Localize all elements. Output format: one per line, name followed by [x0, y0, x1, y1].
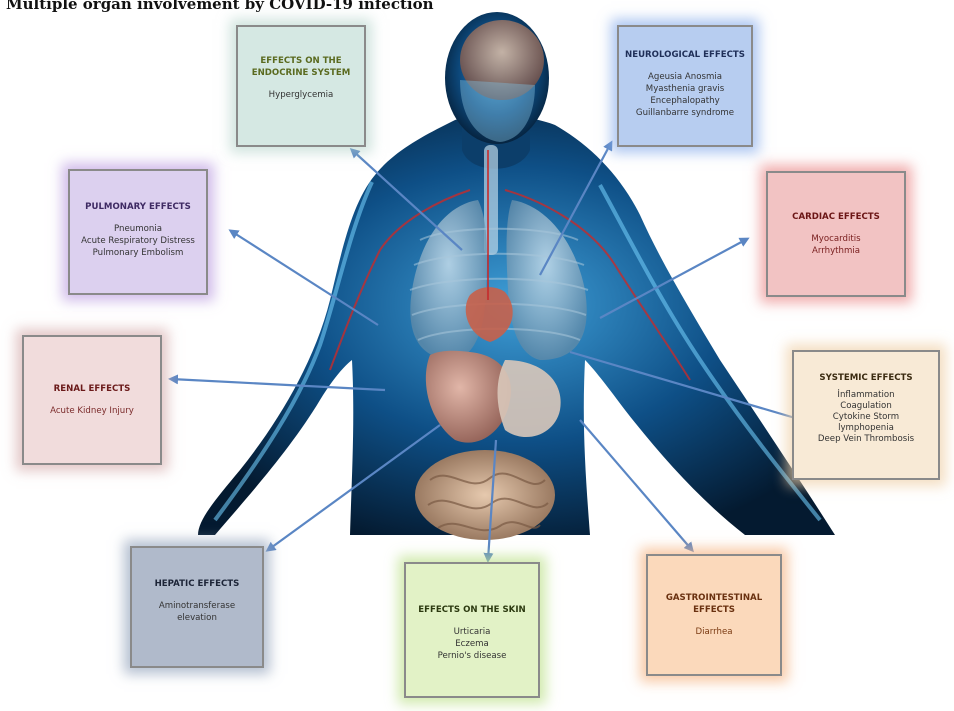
title-line: RENAL EFFECTS	[24, 383, 160, 395]
effect-item: Aminotransferase	[132, 600, 262, 612]
gastrointestinal-effects-box: GASTROINTESTINAL EFFECTS Diarrhea	[646, 554, 782, 676]
systemic-effects-box: SYSTEMIC EFFECTS İnflammation Coagulatio…	[792, 350, 940, 480]
effect-item: Coagulation	[794, 401, 938, 412]
title-line: ENDOCRINE SYSTEM	[238, 67, 364, 79]
systemic-title: SYSTEMIC EFFECTS	[794, 372, 938, 384]
cardiac-effects-box: CARDIAC EFFECTS Myocarditis Arrhythmia	[766, 171, 906, 297]
effect-item: Acute Respiratory Distress	[70, 235, 206, 247]
effect-item: İnflammation	[794, 390, 938, 401]
cardiac-title: CARDIAC EFFECTS	[768, 211, 904, 223]
title-line: EFFECTS	[648, 604, 780, 616]
neurological-title: NEUROLOGICAL EFFECTS	[619, 49, 751, 61]
skin-effects-box: EFFECTS ON THE SKIN Urticaria Eczema Per…	[404, 562, 540, 698]
effect-item: elevation	[132, 612, 262, 624]
effect-item: Pulmonary Embolism	[70, 247, 206, 259]
title-line: GASTROINTESTINAL	[648, 592, 780, 604]
effect-item: Arrhythmia	[768, 245, 904, 257]
gastrointestinal-items: Diarrhea	[648, 626, 780, 638]
effect-item: Encephalopathy	[619, 95, 751, 107]
effect-item: Hyperglycemia	[238, 89, 364, 101]
effect-item: Acute Kidney Injury	[24, 405, 160, 417]
hepatic-items: Aminotransferase elevation	[132, 600, 262, 624]
effect-item: Myasthenia gravis	[619, 83, 751, 95]
endocrine-effects-box: EFFECTS ON THE ENDOCRINE SYSTEM Hypergly…	[236, 25, 366, 147]
skin-items: Urticaria Eczema Pernio's disease	[406, 626, 538, 662]
title-line: HEPATIC EFFECTS	[132, 578, 262, 590]
neurological-items: Ageusia Anosmia Myasthenia gravis Enceph…	[619, 71, 751, 119]
hepatic-title: HEPATIC EFFECTS	[132, 578, 262, 590]
effect-item: Guillanbarre syndrome	[619, 107, 751, 119]
renal-items: Acute Kidney Injury	[24, 405, 160, 417]
hepatic-effects-box: HEPATIC EFFECTS Aminotransferase elevati…	[130, 546, 264, 668]
title-line: EFFECTS ON THE	[238, 55, 364, 67]
effect-item: Ageusia Anosmia	[619, 71, 751, 83]
pulmonary-items: Pneumonia Acute Respiratory Distress Pul…	[70, 223, 206, 259]
effect-item: Pernio's disease	[406, 650, 538, 662]
title-line: PULMONARY EFFECTS	[70, 201, 206, 213]
skin-title: EFFECTS ON THE SKIN	[406, 604, 538, 616]
effect-item: lymphopenia	[794, 423, 938, 434]
systemic-items: İnflammation Coagulation Cytokine Storm …	[794, 390, 938, 445]
effect-item: Urticaria	[406, 626, 538, 638]
cardiac-items: Myocarditis Arrhythmia	[768, 233, 904, 257]
title-line: EFFECTS ON THE SKIN	[406, 604, 538, 616]
effect-item: Eczema	[406, 638, 538, 650]
neurological-effects-box: NEUROLOGICAL EFFECTS Ageusia Anosmia Mya…	[617, 25, 753, 147]
title-line: NEUROLOGICAL EFFECTS	[619, 49, 751, 61]
effect-item: Pneumonia	[70, 223, 206, 235]
effect-item: Diarrhea	[648, 626, 780, 638]
renal-effects-box: RENAL EFFECTS Acute Kidney Injury	[22, 335, 162, 465]
gastrointestinal-title: GASTROINTESTINAL EFFECTS	[648, 592, 780, 616]
renal-title: RENAL EFFECTS	[24, 383, 160, 395]
effect-item: Cytokine Storm	[794, 412, 938, 423]
caption: Multiple organ involvement by COVID-19 i…	[6, 0, 434, 13]
effect-item: Myocarditis	[768, 233, 904, 245]
pulmonary-title: PULMONARY EFFECTS	[70, 201, 206, 213]
endocrine-title: EFFECTS ON THE ENDOCRINE SYSTEM	[238, 55, 364, 79]
title-line: CARDIAC EFFECTS	[768, 211, 904, 223]
intestines	[415, 450, 555, 540]
endocrine-items: Hyperglycemia	[238, 89, 364, 101]
pulmonary-effects-box: PULMONARY EFFECTS Pneumonia Acute Respir…	[68, 169, 208, 295]
effect-item: Deep Vein Thrombosis	[794, 434, 938, 445]
title-line: SYSTEMIC EFFECTS	[794, 372, 938, 384]
